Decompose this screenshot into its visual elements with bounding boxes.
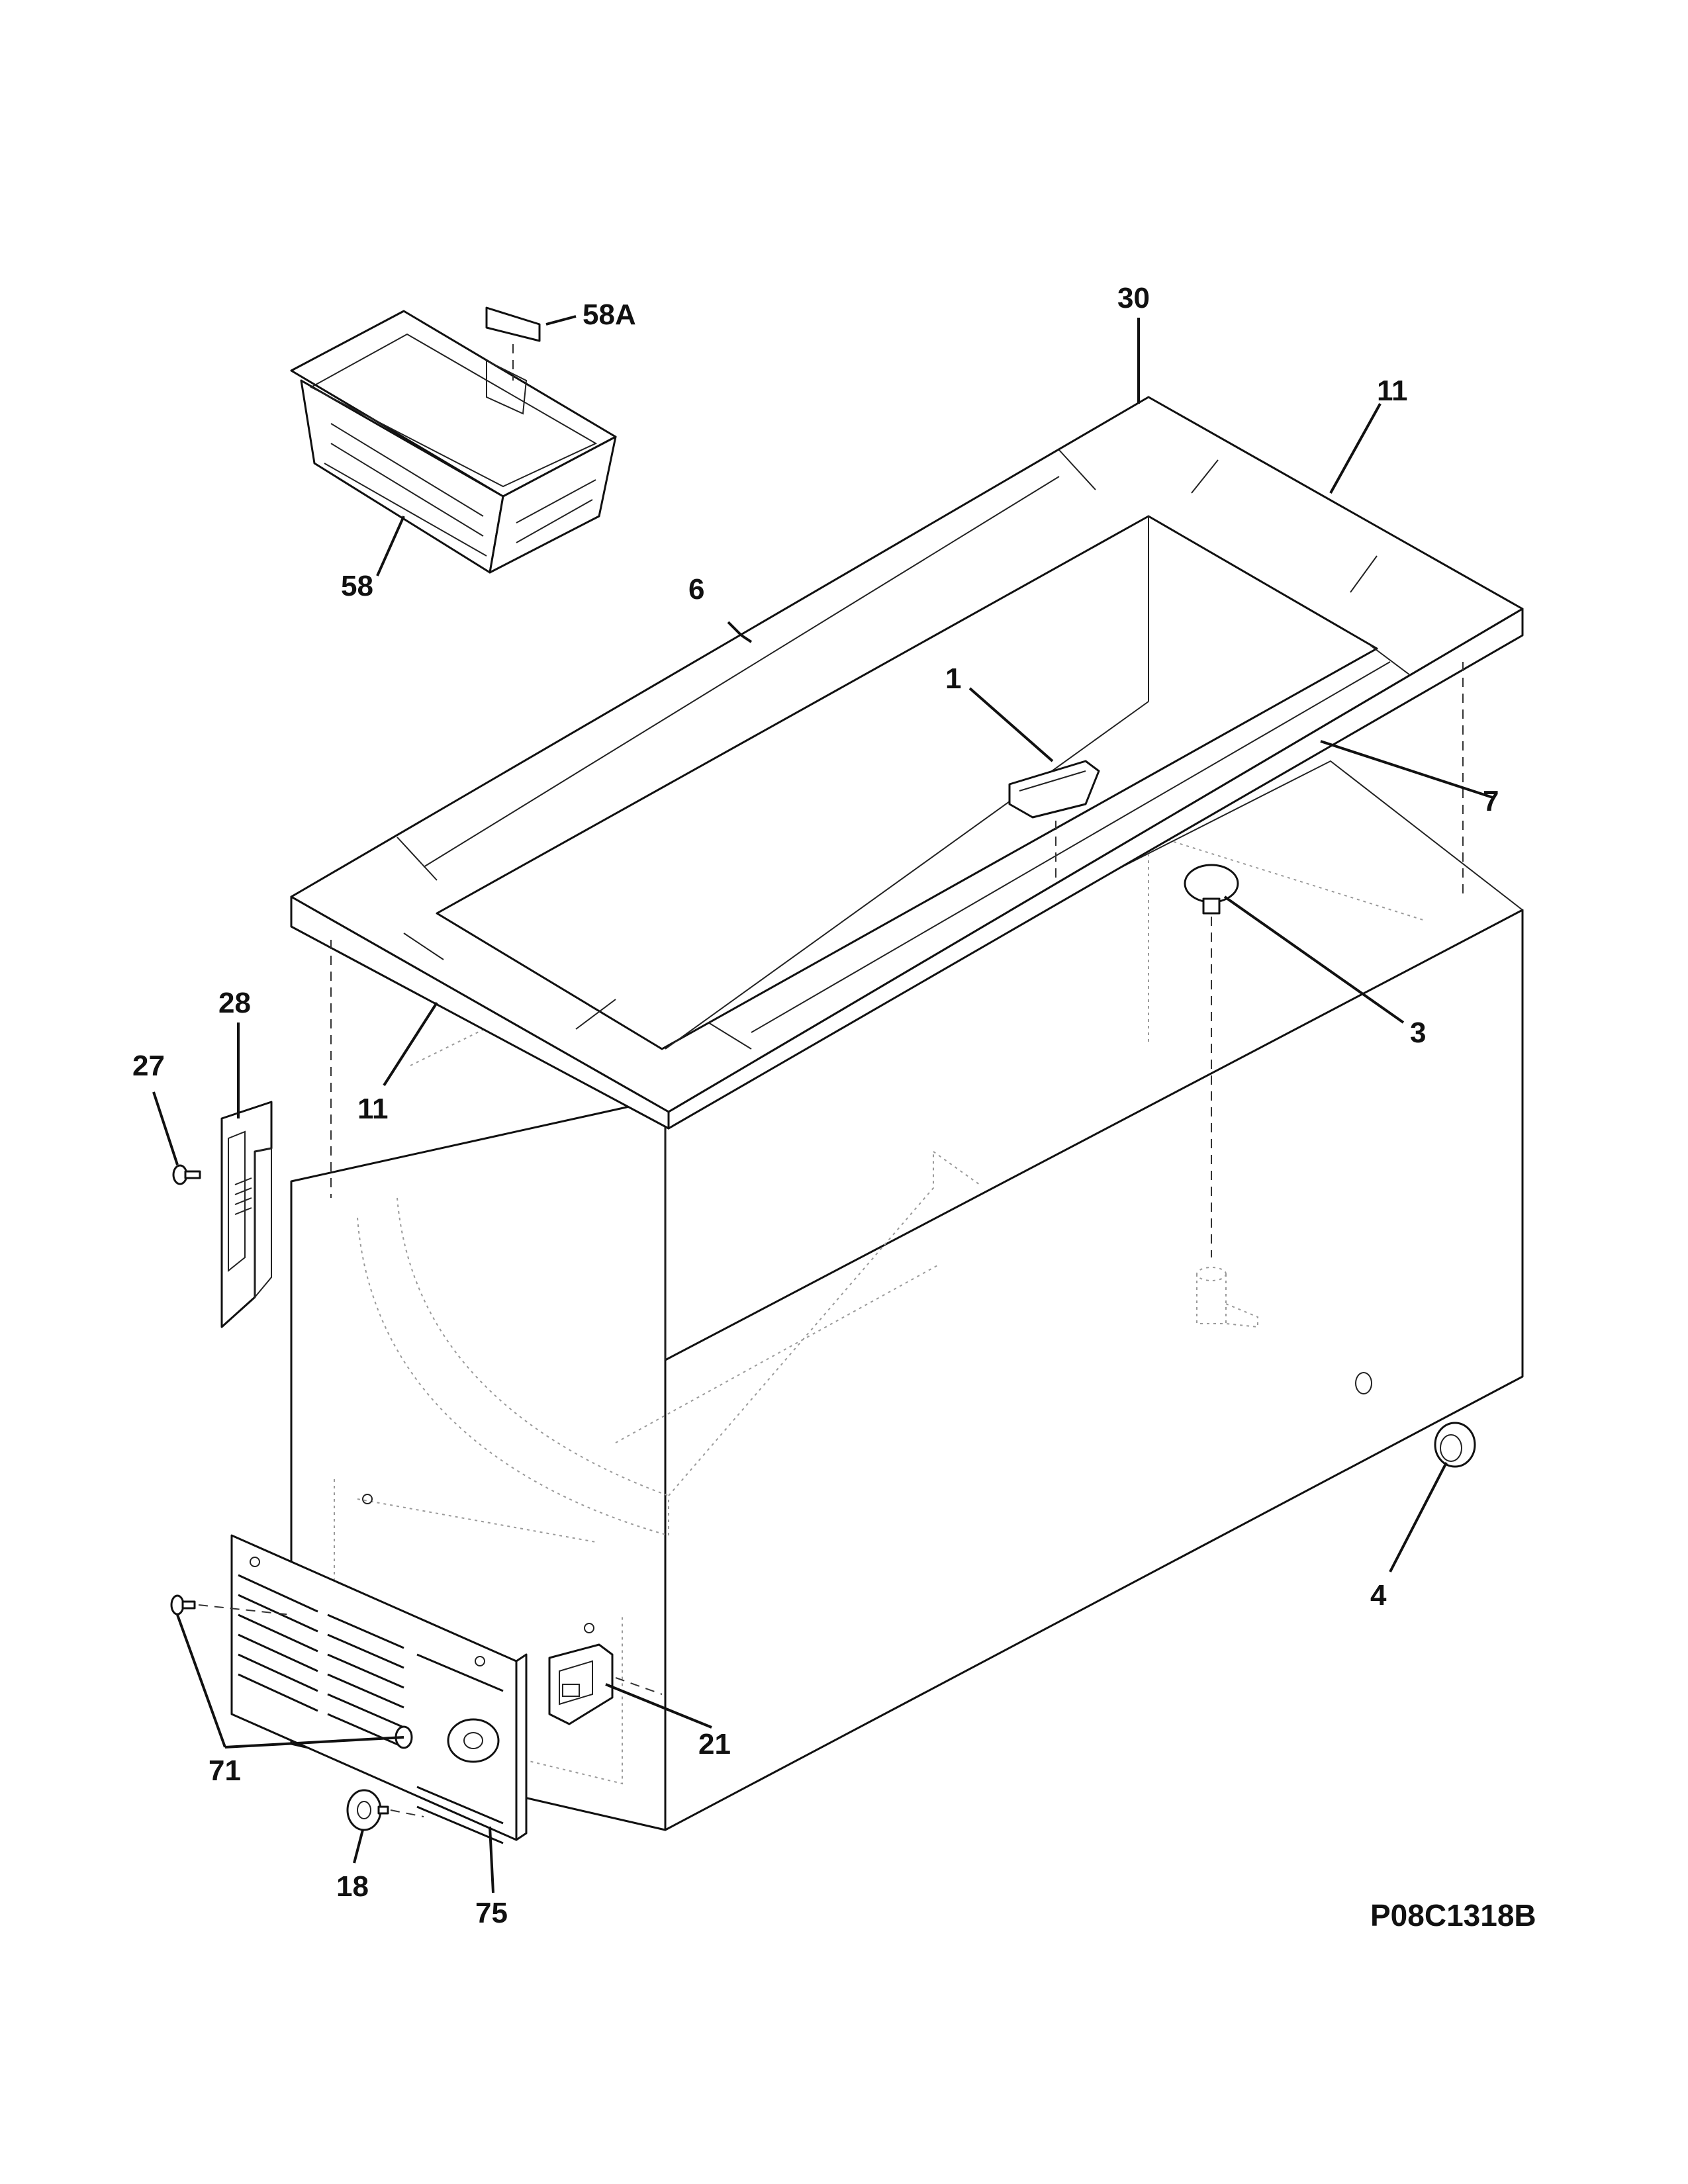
plug	[1184, 864, 1239, 915]
kickplate-grille	[230, 1534, 528, 1844]
callout-58: 58	[341, 570, 373, 602]
callout-75: 75	[475, 1897, 508, 1929]
callout-28: 28	[218, 987, 251, 1019]
callout-6: 6	[688, 573, 704, 606]
hinge-screw	[172, 1164, 201, 1185]
plug-bottom	[346, 1789, 389, 1831]
callout-4: 4	[1370, 1579, 1387, 1612]
relay	[548, 1643, 614, 1725]
kickplate-screw-left	[170, 1594, 196, 1615]
basket-divider	[485, 306, 541, 415]
callout-30: 30	[1117, 282, 1150, 314]
gasket-opening	[436, 515, 1378, 1050]
door-gasket-frame	[290, 396, 1524, 1130]
hinge	[220, 1101, 273, 1328]
callout-18: 18	[336, 1870, 369, 1903]
callout-71: 71	[209, 1754, 241, 1787]
callout-27: 27	[132, 1050, 165, 1082]
callout-7: 7	[1483, 785, 1499, 817]
callout-labels: 58A 58 30 11 6 1 7 3 28 27 11 4 21 71 18…	[132, 282, 1499, 1929]
basket	[290, 310, 617, 574]
callout-58a: 58A	[583, 298, 636, 331]
leader-lines	[152, 315, 1493, 1893]
callout-3: 3	[1410, 1017, 1426, 1049]
assembly-lines	[198, 662, 1464, 1817]
callout-1: 1	[945, 662, 961, 695]
callout-11-bottom: 11	[357, 1093, 389, 1125]
plug-side	[1434, 1422, 1476, 1468]
drawing-code: P08C1318B	[1370, 1898, 1536, 1933]
callout-21: 21	[698, 1728, 731, 1760]
lock-striker	[1008, 760, 1100, 819]
callout-11-top: 11	[1377, 375, 1408, 407]
